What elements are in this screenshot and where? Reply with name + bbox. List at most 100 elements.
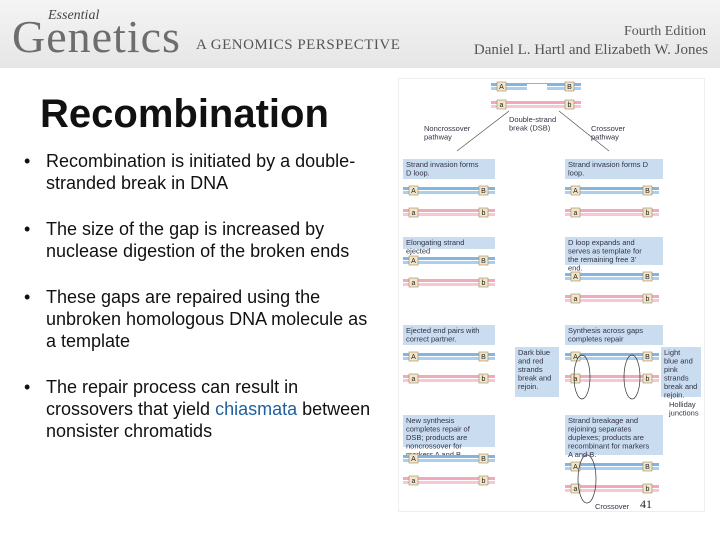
marker-box — [570, 293, 581, 304]
right-side-note-text: strands — [664, 374, 689, 383]
marker-box-label: b — [646, 296, 650, 303]
left-step-box — [403, 325, 495, 345]
authors-label: Daniel L. Hartl and Elizabeth W. Jones — [473, 42, 708, 58]
holliday-label: junctions — [668, 409, 699, 418]
holliday-label: Holliday — [669, 400, 696, 409]
marker-box — [642, 483, 653, 494]
strand — [565, 213, 659, 216]
strand — [565, 277, 659, 280]
marker-box-label: b — [646, 210, 650, 217]
marker-box — [478, 351, 489, 362]
strand — [565, 485, 659, 488]
strand — [403, 357, 495, 360]
marker-box-label: a — [412, 210, 416, 217]
right-step-box-text: rejoining separates — [568, 425, 632, 434]
right-step-box-text: D loop expands and — [568, 238, 635, 247]
bullet-item: The repair process can result in crossov… — [22, 376, 382, 442]
highlight-term: chiasmata — [215, 399, 298, 419]
left-side-note-text: Dark blue — [518, 348, 550, 357]
bullet-text: between nonsister chromatids — [46, 399, 371, 441]
marker-box — [408, 475, 419, 486]
marker-box — [570, 373, 581, 384]
marker-box — [478, 207, 489, 218]
right-step-box-text: the remaining free 3' — [568, 255, 637, 264]
strand — [491, 105, 581, 108]
marker-box — [642, 293, 653, 304]
left-step-box-text: DSB; products are — [406, 433, 467, 442]
left-side-note-text: and red — [518, 357, 543, 366]
marker-box — [408, 351, 419, 362]
marker-box-label: a — [412, 478, 416, 485]
marker-box-label: a — [412, 376, 416, 383]
strand — [403, 283, 495, 286]
left-step-box-text: ejected — [406, 247, 430, 256]
marker-box — [642, 207, 653, 218]
marker-box — [570, 207, 581, 218]
strand — [403, 481, 495, 484]
strand — [403, 209, 495, 212]
marker-box — [564, 99, 575, 110]
marker-box-label: a — [412, 280, 416, 287]
bullet-item: These gaps are repaired using the unbrok… — [22, 286, 382, 352]
strand — [403, 375, 495, 378]
marker-box — [570, 185, 581, 196]
left-step-box — [403, 415, 495, 447]
strand — [565, 375, 659, 378]
marker-box — [570, 461, 581, 472]
marker-box-label: A — [411, 354, 416, 361]
right-side-note — [661, 347, 701, 397]
left-step-box-text: Elongating strand — [406, 238, 464, 247]
slide-title: Recombination — [40, 92, 329, 136]
marker-box — [642, 271, 653, 282]
crossover-label: Crossover — [595, 502, 630, 511]
logo-genetics: Genetics — [12, 11, 181, 62]
strand — [565, 467, 659, 470]
crossover-circle — [577, 454, 597, 504]
strand — [403, 279, 495, 282]
holliday-junction — [573, 354, 591, 400]
marker-box — [570, 271, 581, 282]
marker-box-label: a — [500, 102, 504, 109]
right-pathway-label: Crossover — [591, 124, 626, 133]
marker-box — [478, 373, 489, 384]
header-banner: Essential Genetics A GENOMICS PERSPECTIV… — [0, 0, 720, 68]
marker-box-label: A — [411, 258, 416, 265]
left-step-box-text: correct partner. — [406, 335, 456, 344]
marker-box-label: B — [481, 188, 486, 195]
marker-box-label: A — [411, 456, 416, 463]
marker-box-label: b — [482, 280, 486, 287]
marker-box-label: A — [573, 464, 578, 471]
strand — [403, 257, 495, 260]
strand — [403, 261, 495, 264]
strand — [403, 459, 495, 462]
marker-box-label: b — [482, 376, 486, 383]
right-step-box — [565, 415, 663, 455]
strand — [565, 463, 659, 466]
strand — [565, 353, 659, 356]
right-side-note-text: blue and — [664, 357, 693, 366]
right-step-box — [565, 325, 663, 345]
right-side-note-text: Light — [664, 348, 681, 357]
marker-box-label: b — [646, 486, 650, 493]
marker-box — [478, 453, 489, 464]
left-step-box — [403, 159, 495, 179]
arrow-left — [456, 110, 510, 152]
strand — [565, 209, 659, 212]
marker-box — [570, 351, 581, 362]
dsb-gap — [527, 84, 547, 91]
left-pathway-label: Noncrossover — [424, 124, 471, 133]
left-step-box-text: Strand invasion forms — [406, 160, 479, 169]
bullet-item: The size of the gap is increased by nucl… — [22, 218, 382, 262]
dsb-label: break (DSB) — [509, 124, 551, 133]
left-step-box-text: New synthesis — [406, 416, 455, 425]
logo-subtitle: A GENOMICS PERSPECTIVE — [196, 37, 401, 53]
right-side-note-text: pink — [664, 365, 678, 374]
marker-box — [564, 81, 575, 92]
left-step-box-text: D loop. — [406, 169, 430, 178]
dsb-label: Double-strand — [509, 115, 556, 124]
strand — [565, 357, 659, 360]
marker-box-label: b — [568, 102, 572, 109]
strand — [403, 477, 495, 480]
left-step-box-text: noncrossover for — [406, 442, 462, 451]
